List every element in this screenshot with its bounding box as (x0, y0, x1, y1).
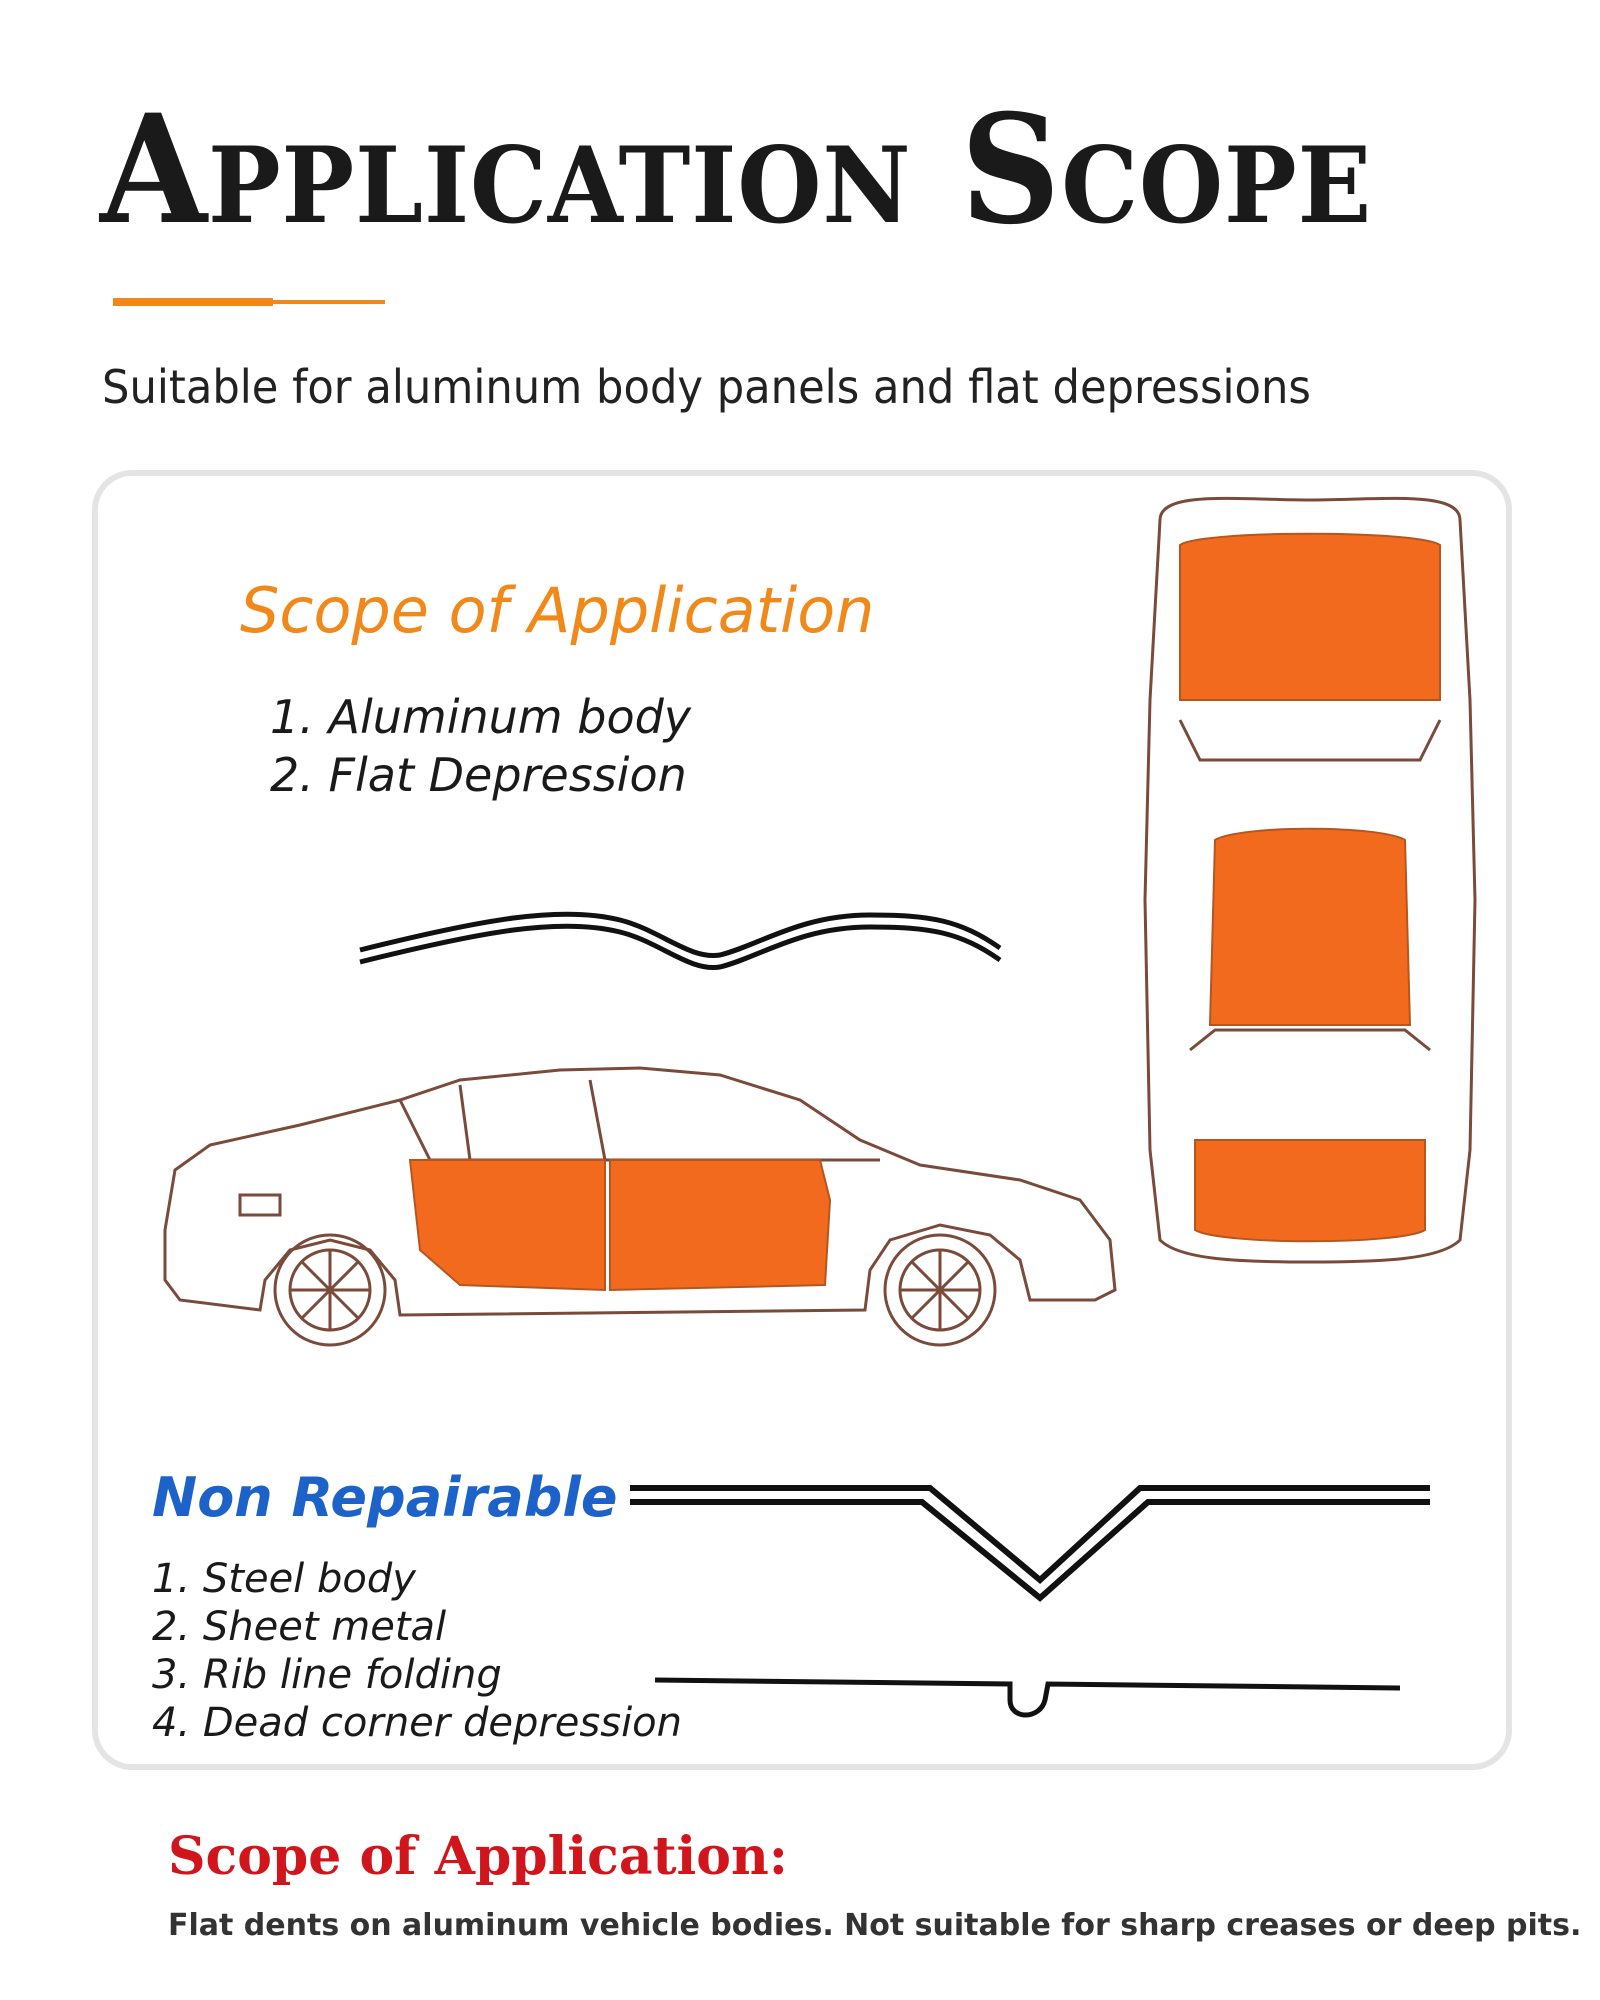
trunk-highlight (1194, 1139, 1426, 1243)
front-door-highlight (408, 1159, 606, 1292)
scope-heading: Scope of Application (240, 574, 875, 647)
footer-text: Flat dents on aluminum vehicle bodies. N… (168, 1908, 1582, 1943)
non-item-dead-corner: 4. Dead corner depression (152, 1700, 682, 1746)
footer-heading: Scope of Application: (168, 1826, 788, 1887)
title-underline-thin (270, 300, 385, 304)
non-item-rib-line: 3. Rib line folding (152, 1652, 502, 1698)
scope-item-aluminum: 1. Aluminum body (270, 690, 692, 744)
page-title: Application Scope (100, 82, 1373, 258)
non-item-steel-body: 1. Steel body (152, 1556, 416, 1602)
rear-door-highlight (609, 1159, 832, 1292)
non-repairable-heading: Non Repairable (152, 1466, 618, 1529)
hood-highlight (1179, 532, 1441, 701)
scope-item-flat-depression: 2. Flat Depression (270, 748, 687, 802)
non-item-sheet-metal: 2. Sheet metal (152, 1604, 447, 1650)
title-underline (113, 298, 273, 306)
roof-highlight (1208, 827, 1412, 1026)
page-subtitle: Suitable for aluminum body panels and fl… (102, 360, 1311, 414)
